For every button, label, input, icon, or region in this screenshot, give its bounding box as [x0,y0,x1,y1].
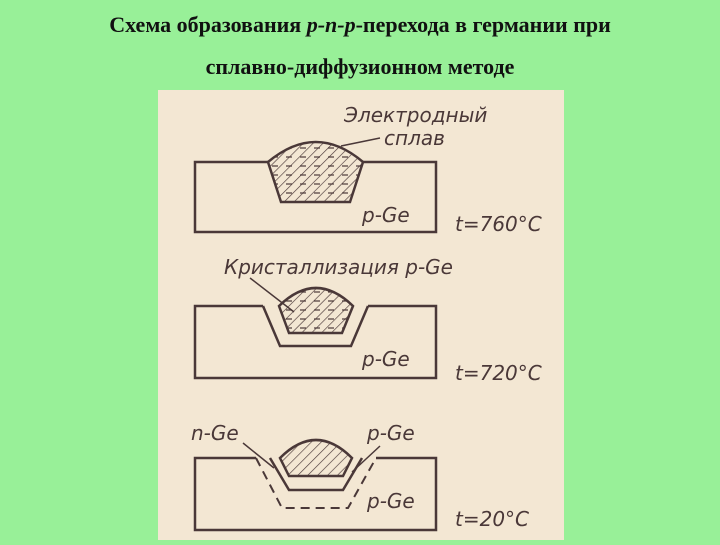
stage2-temp-label: t=720°C [455,361,542,385]
stage3-n-leader [242,442,275,469]
stage1-wafer [193,160,438,234]
stage-3: n-Ge p-Ge p-Ge t=20°C [191,421,529,532]
title-line-1: Схема образования p-n-p-перехода в герма… [0,14,720,36]
title-line-2: сплавно-диффузионном методе [205,54,515,79]
stage3-wafer [193,456,438,532]
stage2-wafer [193,304,438,380]
stage3-p-bottom-label: p-Ge [366,489,415,513]
stage1-temp-label: t=760°C [455,212,542,236]
stage2-region-label: p-Ge [361,347,410,371]
title-junction: p-n-p [306,12,356,37]
stage1-melt-dashes [268,142,363,202]
stage1-region-label: p-Ge [361,203,410,227]
stage2-recrystallized-layer [261,305,370,348]
title-suffix: -перехода в германии при [355,12,611,37]
diagram-figure: Электродный сплав p-Ge t=760°C Кристалли… [158,90,564,540]
stage3-recrystallized-layer [268,457,364,492]
stage-1: Электродный сплав p-Ge t=760°C [193,103,542,236]
stage-2: Кристаллизация p-Ge p-Ge t=720°C [193,255,542,385]
stage2-melt-dashes [279,288,353,333]
stage3-alloy-cap [278,438,354,478]
stage3-p-top-label: p-Ge [366,421,415,445]
diagram-svg: Электродный сплав p-Ge t=760°C Кристалли… [191,103,542,532]
stage3-temp-label: t=20°C [455,507,529,531]
title-prefix: Схема образования [109,12,307,37]
stage3-n-label: n-Ge [191,421,239,445]
stage1-alloy-label-2: сплав [384,126,445,150]
stage2-crystallization-label: Кристаллизация p-Ge [224,255,453,279]
stage1-alloy-label-1: Электродный [343,103,487,127]
stage3-diffusion-boundary [255,457,377,509]
stage1-alloy-leader [340,137,381,147]
